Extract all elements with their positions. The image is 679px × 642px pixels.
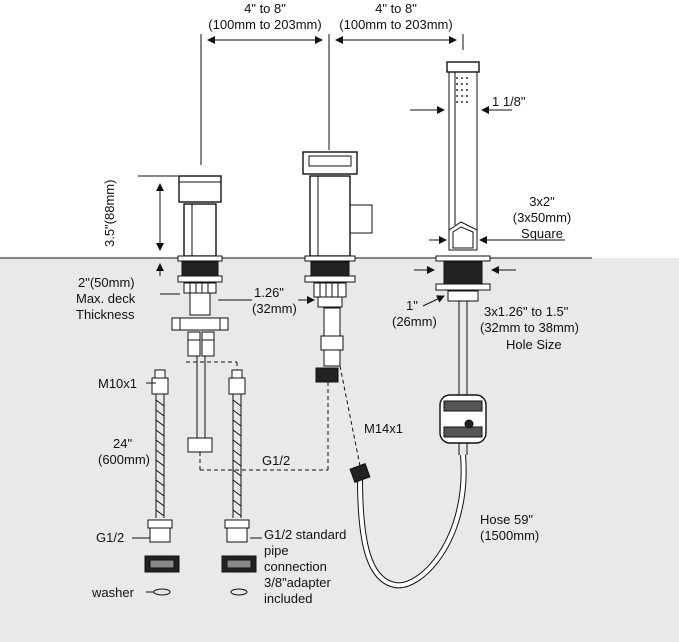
height-dimension-lines [138,175,315,304]
shank-1-label: 1.26" [254,285,284,300]
g12-note-4: 3/8"adapter [264,575,331,590]
deck-thickness-label-3: Thickness [76,307,135,322]
deck-thickness-label-1: 2"(50mm) [78,275,135,290]
hose-length-mm-label: (600mm) [98,452,151,467]
deck-thickness-label-2: Max. deck [76,291,136,306]
shank-2-mm-label: (26mm) [392,314,437,329]
spacing-left-mm-label: (100mm to 203mm) [208,17,322,32]
thread-m10-label: M10x1 [98,376,138,391]
base-shape-label: Square [521,226,563,241]
shower-dimension-lines [410,106,565,307]
shower-spray-holes [456,77,468,103]
connection-dashed-lines [186,361,361,471]
hand-shower [349,61,491,589]
hose-length-label: 24" [113,436,133,451]
hole-size-mm-label: (32mm to 38mm) [480,320,579,335]
spacing-right-label: 4" to 8" [375,1,417,16]
hole-size-label-1: 3x1.26" to 1.5" [484,304,569,319]
shank-2-label: 1" [406,298,418,313]
g12-note-3: connection [264,559,327,574]
spacing-right-mm-label: (100mm to 203mm) [339,17,453,32]
hole-size-label-2: Hole Size [506,337,562,352]
base-size-mm-label: (3x50mm) [512,210,572,225]
shower-hose-mm-label: (1500mm) [480,528,540,543]
g12-note-5: included [264,591,313,606]
spacing-dimension-lines [200,34,464,165]
base-size-label: 3x2" [529,194,555,209]
g12-left-label: G1/2 [96,530,125,545]
supply-hoses [147,356,250,543]
shower-hose-label: Hose 59" [480,512,534,527]
handle-diameter-label: 1 1/8" [492,94,526,109]
g12-center-label: G1/2 [262,453,291,468]
center-spout [302,151,373,383]
thread-m14-label: M14x1 [364,421,404,436]
height-label: 3.5"(88mm) [102,179,117,247]
washers [144,555,257,596]
left-valve [171,175,229,357]
washer-label: washer [92,585,134,600]
g12-note-1: G1/2 standard [264,527,347,542]
g12-note-2: pipe [264,543,289,558]
shank-1-mm-label: (32mm) [252,301,297,316]
spacing-left-label: 4" to 8" [244,1,286,16]
label-leaders [132,382,262,539]
